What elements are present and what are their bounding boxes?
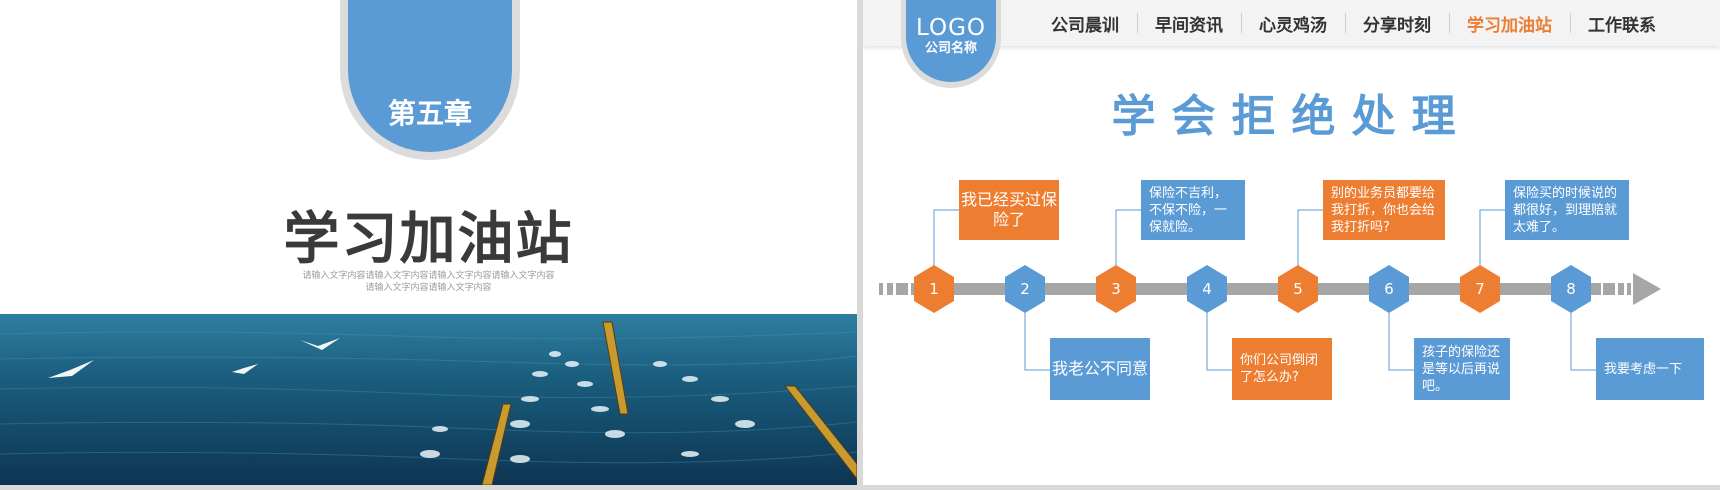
sea-rowing-image: [0, 314, 857, 485]
hexagon-4: [1187, 265, 1227, 313]
timeline-arrow-icon: [1633, 273, 1661, 305]
timeline-graphic: [879, 209, 1661, 371]
step-number-2: 2: [1020, 280, 1030, 298]
step-number-5: 5: [1293, 280, 1303, 298]
hexagon-2: [1005, 265, 1045, 313]
timeline-dash-5: [1618, 283, 1624, 295]
step-number-1: 1: [929, 280, 939, 298]
hexagon-1: [914, 265, 954, 313]
placeholder-line-2: 请输入文字内容请输入文字内容: [365, 283, 492, 293]
chapter-label: 第五章: [387, 97, 472, 130]
hexagon-6: [1369, 265, 1409, 313]
step-number-8: 8: [1566, 280, 1576, 298]
nav-item-work-contact[interactable]: 工作联系: [1570, 11, 1674, 36]
timeline-dash-2: [887, 283, 893, 295]
chapter-cover-slide[interactable]: 第五章 学习加油站 请输入文字内容请输入文字内容请输入文字内容请输入文字内容 请…: [0, 0, 857, 485]
hexagon-7: [1460, 265, 1500, 313]
nav-item-morning-news[interactable]: 早间资讯: [1137, 11, 1241, 36]
logo-word: LOGO: [915, 15, 987, 41]
hexagon-3: [1096, 265, 1136, 313]
company-name: 公司名称: [924, 41, 977, 56]
step-box-2[interactable]: 我老公不同意: [1050, 338, 1150, 400]
chapter-tab-inner: 第五章: [348, 0, 512, 152]
step-number-6: 6: [1384, 280, 1394, 298]
step-box-6[interactable]: 孩子的保险还是等以后再说吧。: [1414, 338, 1510, 400]
placeholder-text: 请输入文字内容请输入文字内容请输入文字内容请输入文字内容 请输入文字内容请输入文…: [0, 270, 857, 294]
step-number-7: 7: [1475, 280, 1485, 298]
timeline-dash-3: [896, 283, 908, 295]
nav-item-sharing[interactable]: 分享时刻: [1345, 11, 1449, 36]
step-box-4[interactable]: 你们公司倒闭了怎么办?: [1232, 338, 1332, 400]
step-number-3: 3: [1111, 280, 1121, 298]
step-number-4: 4: [1202, 280, 1212, 298]
chapter-tab: 第五章: [340, 0, 520, 160]
timeline-dash-6: [1627, 283, 1631, 295]
nav-menu: 公司晨训 早间资讯 心灵鸡汤 分享时刻 学习加油站 工作联系: [1033, 0, 1674, 46]
chapter-title: 学习加油站: [283, 207, 574, 272]
refusal-handling-slide[interactable]: 公司晨训 早间资讯 心灵鸡汤 分享时刻 学习加油站 工作联系 LOGO 公司名称…: [863, 0, 1720, 485]
step-box-3[interactable]: 保险不吉利，不保不险，一保就险。: [1141, 180, 1245, 240]
nav-item-morning-training[interactable]: 公司晨训: [1051, 15, 1119, 36]
top-nav-bar: 公司晨训 早间资讯 心灵鸡汤 分享时刻 学习加油站 工作联系: [863, 0, 1720, 46]
timeline-bar: [911, 283, 1601, 295]
slide-title: 学会拒绝处理: [1111, 91, 1472, 142]
hexagon-5: [1278, 265, 1318, 313]
step-box-8[interactable]: 我要考虑一下: [1596, 338, 1704, 400]
nav-item-inspiration[interactable]: 心灵鸡汤: [1241, 11, 1345, 36]
hexagon-8: [1551, 265, 1591, 313]
nav-item-learning-station[interactable]: 学习加油站: [1449, 11, 1570, 36]
timeline-dash-1: [879, 283, 883, 295]
step-box-7[interactable]: 保险买的时候说的都很好，到理赔就太难了。: [1505, 180, 1629, 240]
step-box-1[interactable]: 我已经买过保险了: [959, 180, 1059, 240]
logo-badge: LOGO 公司名称: [901, 0, 1001, 88]
placeholder-line-1: 请输入文字内容请输入文字内容请输入文字内容请输入文字内容: [302, 271, 555, 281]
logo-inner: LOGO 公司名称: [906, 0, 996, 82]
step-box-5[interactable]: 别的业务员都要给我打折，你也会给我打折吗?: [1323, 180, 1445, 240]
timeline-dash-4: [1603, 283, 1615, 295]
